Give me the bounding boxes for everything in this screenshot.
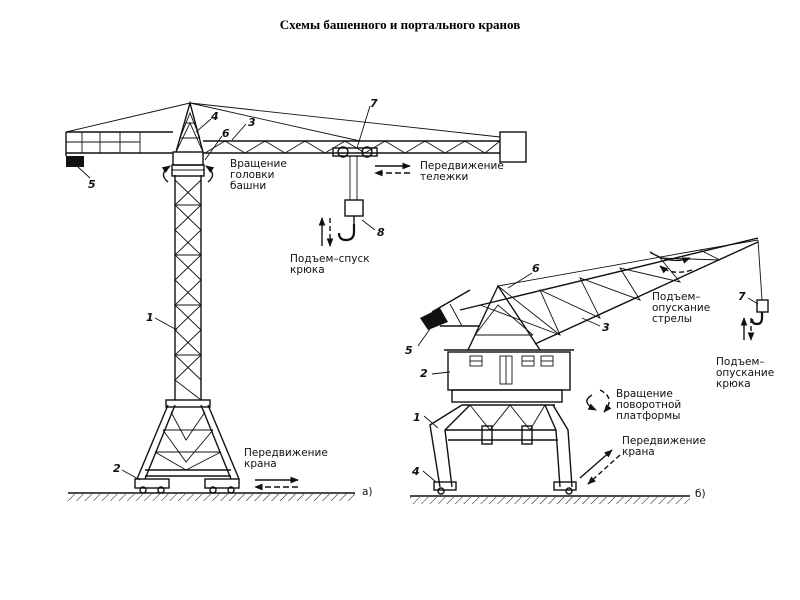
tower-crane: 1 2 3 4 5 6 7 8 Вращение головки башни П… bbox=[65, 97, 527, 501]
tower-part-6: 6 bbox=[222, 127, 230, 140]
tower-part-7: 7 bbox=[370, 97, 378, 110]
portal-boom bbox=[459, 237, 759, 345]
portal-part-6: 6 bbox=[532, 262, 540, 275]
portal-ground bbox=[410, 495, 690, 504]
tower-part-4: 4 bbox=[210, 110, 219, 123]
tower-stays bbox=[65, 102, 501, 142]
tower-hook-label-1: Подъем–спуск bbox=[290, 253, 370, 265]
portal-rotation-label-1: Вращение bbox=[616, 388, 673, 400]
tower-ground bbox=[68, 492, 355, 501]
tower-head bbox=[172, 100, 204, 166]
portal-boom-label-3: стрелы bbox=[652, 313, 692, 325]
tower-travel-label-1: Передвижение bbox=[244, 447, 328, 459]
tower-part-3: 3 bbox=[248, 116, 256, 129]
portal-hook-icon bbox=[750, 239, 769, 326]
portal-rotation-label-3: платформы bbox=[616, 410, 680, 422]
tower-part-8: 8 bbox=[377, 226, 385, 239]
portal-leaders bbox=[417, 272, 759, 483]
portal-travel-label-1: Передвижение bbox=[622, 435, 706, 447]
tower-trolley-label-1: Передвижение bbox=[420, 160, 504, 172]
portal-part-2: 2 bbox=[420, 367, 428, 380]
tower-part-5: 5 bbox=[88, 178, 96, 191]
tower-mast bbox=[174, 175, 202, 401]
tower-leaders bbox=[77, 105, 376, 481]
portal-boom-label-2: опускание bbox=[652, 302, 710, 314]
tower-slewing-ring bbox=[171, 164, 205, 177]
portal-part-3: 3 bbox=[602, 321, 610, 334]
portal-cabin bbox=[444, 349, 574, 403]
tower-subfig-label: а) bbox=[362, 486, 373, 498]
tower-trolley bbox=[332, 146, 378, 200]
portal-boom-label-1: Подъем– bbox=[652, 291, 701, 303]
tower-motion-arrows bbox=[161, 162, 411, 491]
portal-rotation-label-2: поворотной bbox=[616, 399, 681, 411]
portal-part-5: 5 bbox=[405, 344, 413, 357]
tower-rotation-label-1: Вращение bbox=[230, 158, 287, 170]
portal-hook-label-1: Подъем– bbox=[716, 356, 765, 368]
tower-trolley-label-2: тележки bbox=[420, 171, 468, 183]
tower-travel-label-2: крана bbox=[244, 458, 277, 470]
tower-portal-base bbox=[136, 399, 240, 480]
portal-hook-label-2: опускание bbox=[716, 367, 774, 379]
tower-bogies bbox=[134, 478, 240, 494]
portal-subfig-label: б) bbox=[695, 488, 706, 500]
portal-counterweight bbox=[420, 289, 480, 330]
tower-counter-jib bbox=[65, 131, 173, 167]
portal-travel-label-2: крана bbox=[622, 446, 655, 458]
tower-jib bbox=[203, 131, 527, 163]
tower-hook-icon bbox=[337, 199, 364, 242]
page-title: Схемы башенного и портального кранов bbox=[279, 17, 521, 32]
portal-a-frame bbox=[467, 284, 541, 351]
portal-hook-label-3: крюка bbox=[716, 378, 751, 390]
portal-part-7: 7 bbox=[738, 290, 746, 303]
tower-part-2: 2 bbox=[113, 462, 121, 475]
portal-motion-arrows bbox=[579, 251, 755, 485]
tower-rotation-label-2: головки bbox=[230, 169, 274, 181]
portal-part-4: 4 bbox=[411, 465, 420, 478]
tower-part-1: 1 bbox=[146, 311, 154, 324]
tower-hook-label-2: крюка bbox=[290, 264, 325, 276]
portal-part-1: 1 bbox=[413, 411, 421, 424]
portal-legs bbox=[429, 404, 577, 495]
tower-rotation-label-3: башни bbox=[230, 180, 266, 192]
portal-crane: 1 2 3 4 5 6 7 Подъем– опускание стрелы П… bbox=[405, 237, 774, 504]
